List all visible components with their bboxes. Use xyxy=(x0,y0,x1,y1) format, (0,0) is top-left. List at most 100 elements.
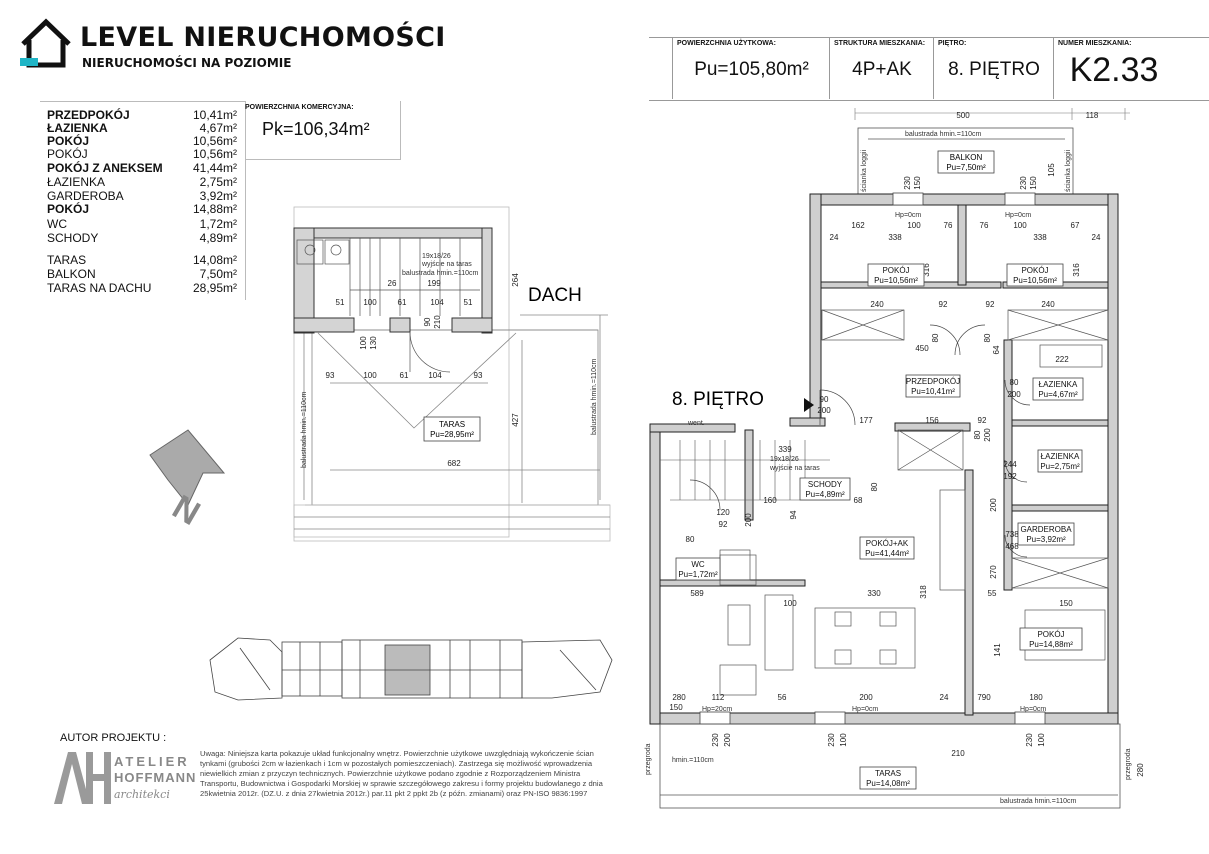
room-area: 10,41m² xyxy=(192,108,237,122)
floor-dim-label: 141 xyxy=(993,643,1002,657)
floor-dim-label: 150 xyxy=(1059,599,1073,608)
floor-dim-label: 200 xyxy=(744,513,753,527)
roof-dim-label: 682 xyxy=(447,459,461,468)
floor-dim-label: 316 xyxy=(922,263,931,277)
roof-dim-label: 51 xyxy=(336,298,345,307)
floor-dim-label: 338 xyxy=(1033,233,1047,242)
brand-logo: LEVEL NIERUCHOMOŚCI NIERUCHOMOŚCI NA POZ… xyxy=(20,18,460,78)
room-name: TARAS NA DACHU xyxy=(47,281,152,295)
roof-balustrade-left: balustrada hmin.=110cm xyxy=(301,392,308,468)
hp-note: Hp=0cm xyxy=(1020,706,1046,713)
balcony-wall-note-right: ścianka loggii xyxy=(1065,150,1072,192)
apartment-number-caption: NUMER MIESZKANIA: xyxy=(1058,40,1132,47)
floor-dim-label: 330 xyxy=(867,589,881,598)
room-row: POKÓJ 14,88m² xyxy=(47,203,237,216)
room-name: POKÓJ xyxy=(47,147,88,161)
floor-dim-label: 24 xyxy=(940,693,949,702)
floor-dim-label: 56 xyxy=(778,693,787,702)
floor-dim-label: 200 xyxy=(859,693,873,702)
hp-note: Hp=0cm xyxy=(895,212,921,219)
room-label-area: Pu=41,44m² xyxy=(865,549,909,558)
room-label-area: Pu=4,67m² xyxy=(1038,390,1078,399)
roof-dim-label: 93 xyxy=(474,371,483,380)
floor-dim-label: 80 xyxy=(870,482,879,491)
room-area: 4,89m² xyxy=(199,231,237,245)
usable-area-box: POWIERZCHNIA UŻYTKOWA: Pu=105,80m² xyxy=(672,37,830,99)
floor-dim-label: 162 xyxy=(851,221,865,230)
room-label-name: POKÓJ xyxy=(882,266,909,275)
author-logo: ATELIER HOFFMANN architekci xyxy=(52,750,195,808)
room-area: 4,67m² xyxy=(199,121,237,135)
floor-box: PIĘTRO: 8. PIĘTRO xyxy=(933,37,1054,99)
room-name: PRZEDPOKÓJ xyxy=(47,108,130,122)
floor-dim-label: 156 xyxy=(925,416,939,425)
floor-dim-label: 500 xyxy=(956,111,970,120)
building-key-plan xyxy=(209,637,613,701)
floor-dim-label: 150 xyxy=(669,703,683,712)
stair-exit-note: wyjście na taras xyxy=(769,465,820,472)
floor-dim-label: 150 xyxy=(913,176,922,190)
roof-stair-note: 19x18/26 xyxy=(422,253,451,260)
roof-exit-note: wyjście na taras xyxy=(421,261,472,268)
room-area: 14,88m² xyxy=(192,202,237,216)
structure-caption: STRUKTURA MIESZKANIA: xyxy=(834,40,926,47)
floor-value: 8. PIĘTRO xyxy=(948,59,1040,80)
floor-dim-label: 280 xyxy=(672,693,686,702)
room-label-name: ŁAZIENKA xyxy=(1041,452,1080,461)
floor-dim-label: 339 xyxy=(778,445,792,454)
roof-dim-label: 93 xyxy=(326,371,335,380)
commercial-area-value: Pk=106,34m² xyxy=(262,119,370,139)
room-label-name: POKÓJ xyxy=(1037,630,1064,639)
floor-dim-label: 24 xyxy=(830,233,839,242)
room-label-area: Pu=4,89m² xyxy=(805,490,845,499)
room-name: POKÓJ Z ANEKSEM xyxy=(47,161,163,175)
room-area: 28,95m² xyxy=(192,281,237,295)
floor-dim-label: 160 xyxy=(763,496,777,505)
floor-dim-label: 80 xyxy=(1010,378,1019,387)
roof-dim-label: 264 xyxy=(511,273,520,287)
roof-dim-label: 210 xyxy=(433,315,442,329)
commercial-area-caption: POWIERZCHNIA KOMERCYJNA: xyxy=(245,104,354,111)
floor-dim-label: 92 xyxy=(978,416,987,425)
floor-dim-label: 55 xyxy=(988,589,997,598)
partition-note: przegroda xyxy=(645,743,652,775)
floor-label: 8. PIĘTRO xyxy=(672,389,764,410)
roof-dim-label: 104 xyxy=(430,298,444,307)
hp-note: Hp=0cm xyxy=(1005,212,1031,219)
floor-dim-label: 150 xyxy=(1029,176,1038,190)
floor-dim-label: 180 xyxy=(1029,693,1043,702)
hp-note: Hp=20cm xyxy=(702,706,732,713)
usable-area-caption: POWIERZCHNIA UŻYTKOWA: xyxy=(677,40,776,47)
floor-dim-label: 230 xyxy=(903,176,912,190)
room-label-name: ŁAZIENKA xyxy=(1039,380,1078,389)
structure-value: 4P+AK xyxy=(852,59,912,80)
entrance-arrow-icon xyxy=(804,398,814,412)
balcony-name: BALKON xyxy=(950,153,983,162)
room-area: 10,56m² xyxy=(192,134,237,148)
room-name: POKÓJ xyxy=(47,202,90,216)
room-name: WC xyxy=(47,217,67,231)
went-note: went. xyxy=(687,420,705,427)
floor-dim-label: 80 xyxy=(686,535,695,544)
commercial-area-box: POWIERZCHNIA KOMERCYJNA: Pk=106,34m² xyxy=(245,101,401,160)
author-firm-line2: HOFFMANN xyxy=(114,770,197,785)
author-firm-line1: ATELIER xyxy=(114,754,190,769)
floor-dim-label: 92 xyxy=(986,300,995,309)
floor-dim-label: 118 xyxy=(1086,111,1099,120)
author-label: AUTOR PROJEKTU : xyxy=(60,732,167,744)
room-name: POKÓJ xyxy=(47,134,90,148)
roof-taras-area: Pu=28,95m² xyxy=(430,430,474,439)
room-label-name: SCHODY xyxy=(808,480,843,489)
floor-dim-label: 100 xyxy=(839,733,848,747)
floor-dim-label: 105 xyxy=(1047,163,1056,177)
partition-note-right: przegroda xyxy=(1125,748,1132,780)
room-label-area: Pu=3,92m² xyxy=(1026,535,1066,544)
atelier-hoffmann-logo-icon xyxy=(54,752,111,804)
